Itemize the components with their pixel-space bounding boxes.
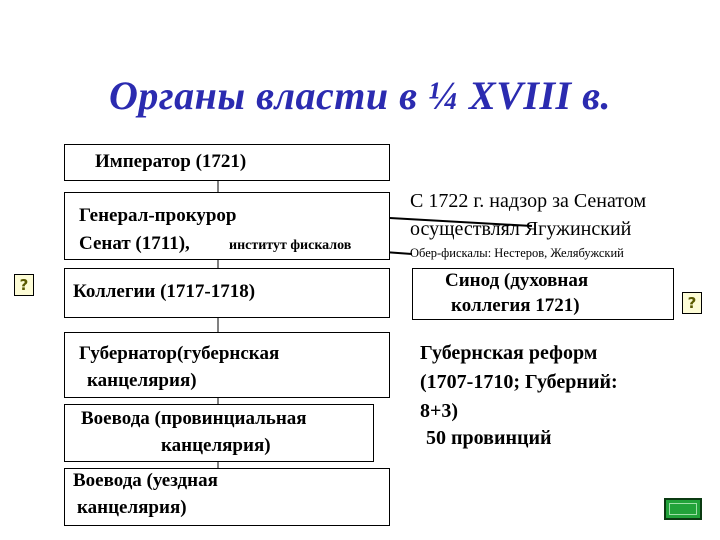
governor-line-1: Губернатор(губернская — [79, 343, 280, 364]
senate-label: Сенат (1711), — [79, 233, 190, 254]
governor-line-2: канцелярия) — [87, 370, 197, 391]
synod-line-2: коллегия 1721) — [451, 295, 580, 316]
collegia-label: Коллегии (1717-1718) — [73, 281, 256, 302]
help-button-left[interactable]: ? — [14, 274, 34, 296]
collegia-box: Коллегии (1717-1718) — [64, 268, 390, 318]
synod-line-1: Синод (духовная — [445, 270, 589, 291]
voevoda-uezd-box: Воевода (уездная канцелярия) — [64, 468, 390, 526]
voevoda-uezd-line-1: Воевода (уездная — [73, 470, 218, 491]
reform-line-1: Губернская реформ — [420, 342, 598, 364]
procurator-label: Генерал-прокурор — [79, 205, 237, 226]
slide-title: Органы власти в ¼ XVIII в. — [109, 73, 611, 118]
fiscals-label: институт фискалов — [229, 238, 352, 253]
senate-supervision-line-2: осуществлял Ягужинский — [410, 218, 632, 240]
voevoda-provincial-box: Воевода (провинциальная канцелярия) — [64, 404, 374, 462]
emperor-label: Император (1721) — [95, 151, 247, 172]
voevoda-uezd-line-2: канцелярия) — [77, 497, 187, 518]
senate-supervision-line-1: С 1722 г. надзор за Сенатом — [410, 190, 647, 212]
synod-box: Синод (духовная коллегия 1721) — [412, 268, 674, 320]
voevoda-provincial-line-1: Воевода (провинциальная — [81, 408, 307, 429]
governor-box: Губернатор(губернская канцелярия) — [64, 332, 390, 398]
reform-line-3: 8+3) — [420, 400, 459, 422]
voevoda-provincial-line-2: канцелярия) — [161, 435, 271, 456]
reform-line-4: 50 провинций — [426, 427, 552, 449]
reform-line-2: (1707-1710; Губерний: — [420, 371, 618, 393]
emperor-box: Император (1721) — [64, 144, 390, 181]
senate-box: Генерал-прокурор Сенат (1711), институт … — [64, 192, 390, 260]
next-slide-button[interactable] — [664, 498, 702, 520]
ober-fiscals-note: Обер-фискалы: Нестеров, Желябужский — [410, 246, 624, 260]
help-button-right[interactable]: ? — [682, 292, 702, 314]
